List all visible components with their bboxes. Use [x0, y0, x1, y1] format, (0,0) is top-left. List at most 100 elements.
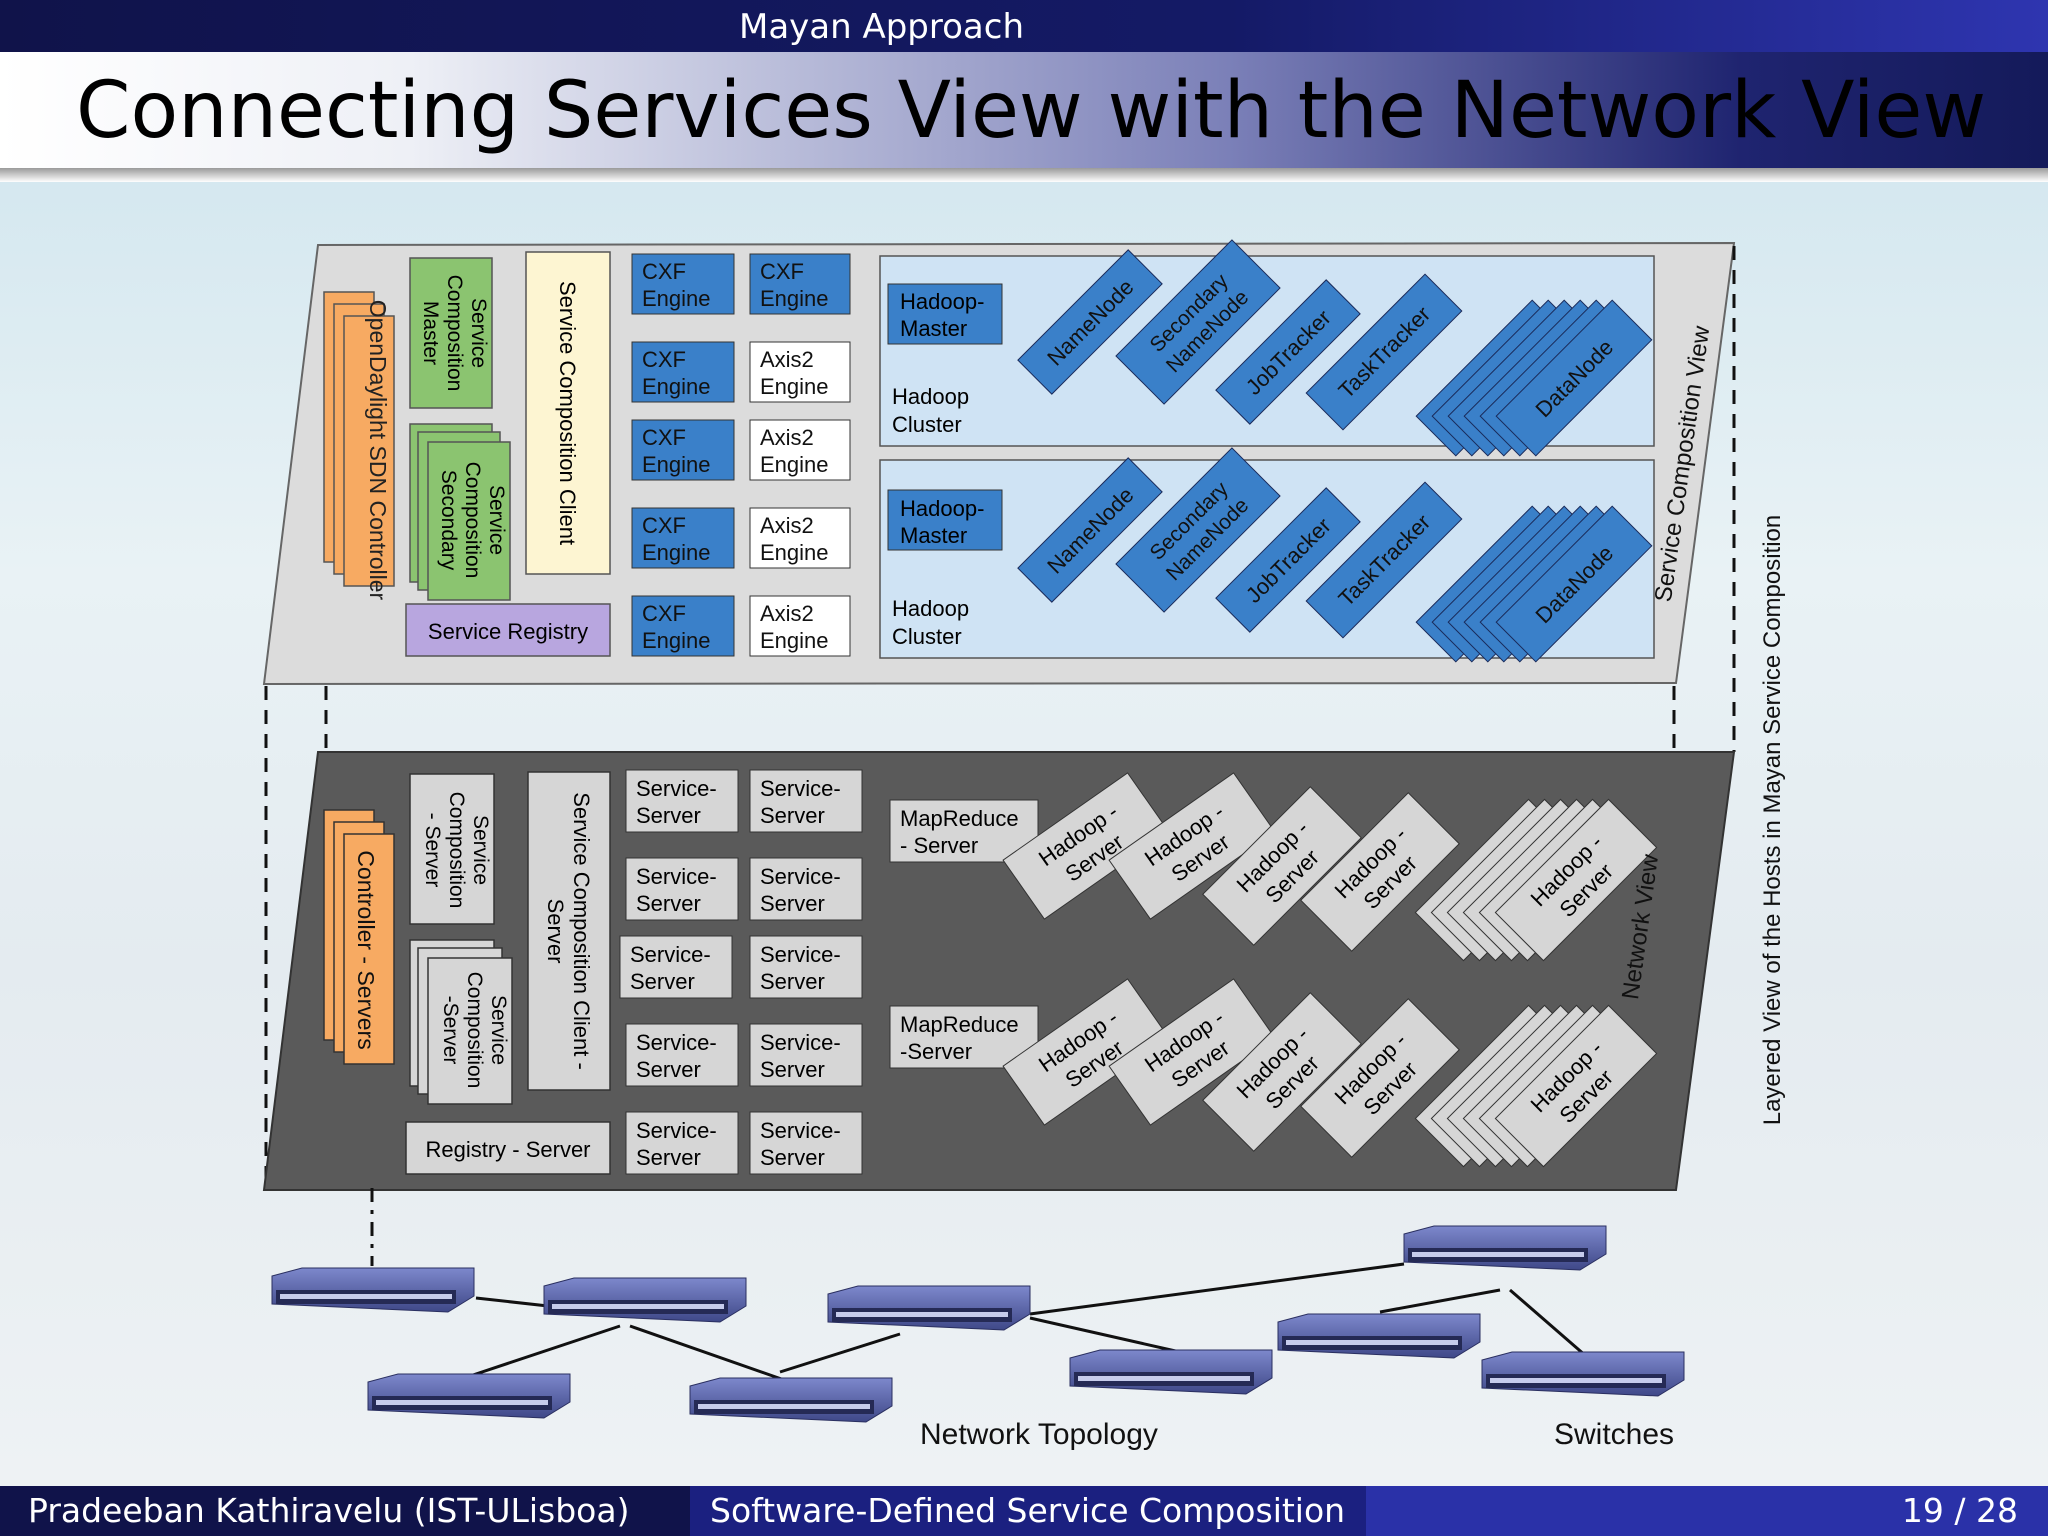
service-server-line-1: Service- [636, 1118, 717, 1143]
service-server-line-1: Service- [760, 1030, 841, 1055]
engine-name: CXF [642, 601, 686, 626]
engine-type: Engine [760, 452, 829, 477]
switch-icon [827, 1285, 1031, 1331]
switches-label: Switches [1554, 1418, 1674, 1451]
mapreduce-line-2: - Server [900, 833, 978, 858]
switch-icon [1277, 1313, 1481, 1359]
composition-server-line-1: Service [469, 815, 492, 885]
hadoop-server-row-2: Hadoop -Server Hadoop -Server Hadoop -Se… [1002, 978, 1658, 1168]
engine-type: Engine [760, 286, 829, 311]
switch-icon [1403, 1225, 1607, 1271]
layer-connectors [264, 246, 1736, 1188]
engine-name: Axis2 [760, 347, 814, 372]
engine-name: Axis2 [760, 513, 814, 538]
hadoop-server-stack: Hadoop -Server [1414, 1004, 1658, 1168]
hadoop-master-line-1: Hadoop- [900, 289, 984, 314]
registry-server-label: Registry - Server [425, 1137, 590, 1162]
controller-servers-stack: Controller - Servers [323, 809, 395, 1065]
mapreduce-line-1: MapReduce [900, 1012, 1019, 1037]
registry-label: Service Registry [428, 619, 588, 644]
datanode-stack: DataNode [1415, 299, 1653, 457]
network-switches [271, 1225, 1685, 1423]
service-server-line-1: Service- [636, 864, 717, 889]
switch-icon [271, 1267, 475, 1313]
composition-secondary-stack: Service Composition Secondary [409, 423, 511, 601]
service-server-line-1: Service- [760, 864, 841, 889]
engine-type: Engine [642, 374, 711, 399]
network-topology-label: Network Topology [920, 1418, 1158, 1451]
client-label: Service Composition Client [555, 281, 580, 545]
hadoop-master-line-1: Hadoop- [900, 496, 984, 521]
switch-icon [689, 1377, 893, 1423]
service-server-line-2: Server [760, 1057, 825, 1082]
slide-title: Connecting Services View with the Networ… [76, 66, 1987, 156]
service-server-line-2: Server [760, 891, 825, 916]
hadoop-cluster-top-2: Hadoop- Master Hadoop Cluster NameNode S… [879, 447, 1655, 663]
hadoop-cluster-line-2: Cluster [892, 624, 962, 649]
engine-type: Engine [760, 628, 829, 653]
engine-type: Engine [642, 452, 711, 477]
hadoop-cluster-line-2: Cluster [892, 412, 962, 437]
footer-author: Pradeeban Kathiravelu (IST-ULisboa) [0, 1486, 690, 1536]
footer-talk-title: Software-Defined Service Composition [690, 1486, 1366, 1536]
engine-name: CXF [760, 259, 804, 284]
secondary-server-line-2: Composition [463, 972, 486, 1089]
master-line-1: Service [467, 298, 490, 368]
sdn-controller-stack: OpenDaylight SDN Controller [323, 291, 395, 601]
sdn-controller-label: OpenDaylight SDN Controller [365, 300, 391, 601]
service-server-line-2: Server [636, 803, 701, 828]
composition-server-line-3: - Server [421, 813, 444, 888]
service-server-line-1: Service- [760, 776, 841, 801]
controller-servers-label: Controller - Servers [353, 850, 379, 1049]
engine-name: CXF [642, 513, 686, 538]
composition-master: Service Composition Master [409, 257, 493, 409]
hadoop-server-row-1: Hadoop -Server Hadoop -Server Hadoop -Se… [1002, 772, 1658, 962]
engine-name: Axis2 [760, 601, 814, 626]
engine-name: Axis2 [760, 425, 814, 450]
service-server-line-1: Service- [636, 776, 717, 801]
engine-type: Engine [642, 628, 711, 653]
service-server-line-2: Server [630, 969, 695, 994]
service-server-line-2: Server [760, 969, 825, 994]
engine-type: Engine [760, 374, 829, 399]
secondary-server-line-1: Service [487, 995, 510, 1065]
service-registry: Service Registry [405, 603, 611, 657]
engine-type: Engine [760, 540, 829, 565]
service-server-line-2: Server [636, 1057, 701, 1082]
master-line-2: Composition [443, 275, 466, 392]
switch-icon [367, 1373, 571, 1419]
section-title: Mayan Approach [0, 0, 1024, 52]
layered-view-side-label: Layered View of the Hosts in Mayan Servi… [1759, 515, 1786, 1126]
composition-server: Service Composition - Server [409, 773, 495, 925]
title-bar: Connecting Services View with the Networ… [0, 52, 2048, 168]
engine-type: Engine [642, 540, 711, 565]
hadoop-master-line-2: Master [900, 523, 967, 548]
topology-links [370, 1188, 1587, 1384]
service-server-line-1: Service- [636, 1030, 717, 1055]
service-server-line-1: Service- [630, 942, 711, 967]
mapreduce-line-1: MapReduce [900, 806, 1019, 831]
secondary-server-line-3: -Server [439, 996, 462, 1065]
service-server-line-1: Service- [760, 1118, 841, 1143]
hadoop-cluster-line-1: Hadoop [892, 596, 969, 621]
composition-server-line-2: Composition [445, 792, 468, 909]
service-server-line-2: Server [636, 1145, 701, 1170]
composition-secondary-server-stack: Service Composition -Server [409, 939, 513, 1105]
switch-icon [543, 1277, 747, 1323]
hadoop-cluster-top-1: Hadoop- Master Hadoop Cluster NameNode S… [879, 239, 1655, 457]
engine-name: CXF [642, 347, 686, 372]
service-server-line-2: Server [636, 891, 701, 916]
mapreduce-server-2: MapReduce -Server [889, 1005, 1039, 1069]
registry-server: Registry - Server [405, 1121, 611, 1175]
engine-type: Engine [642, 286, 711, 311]
hadoop-cluster-line-1: Hadoop [892, 384, 969, 409]
switch-icon [1069, 1349, 1273, 1395]
footer-page-number: 19 / 28 [1366, 1486, 2048, 1536]
client-server-line-1: Service Composition Client - [569, 792, 594, 1070]
mapreduce-line-2: -Server [900, 1039, 972, 1064]
master-line-3: Master [419, 301, 442, 365]
service-server-line-2: Server [760, 1145, 825, 1170]
service-server-line-2: Server [760, 803, 825, 828]
